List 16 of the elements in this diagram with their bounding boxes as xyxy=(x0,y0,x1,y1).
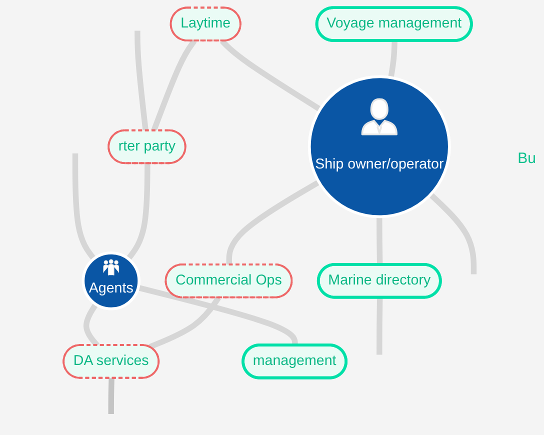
connector xyxy=(108,378,114,414)
connector xyxy=(148,296,221,350)
node-circle: Ship owner/operator xyxy=(308,75,451,218)
connector xyxy=(72,153,96,261)
connector xyxy=(376,298,383,355)
connector xyxy=(388,40,398,78)
connector xyxy=(428,192,477,274)
node-circle: Agents xyxy=(82,252,140,310)
connector xyxy=(220,38,322,112)
connector xyxy=(138,284,298,346)
connector xyxy=(151,39,197,132)
connector xyxy=(376,216,383,265)
label-text: Bu xyxy=(518,150,536,167)
connector xyxy=(134,30,149,132)
connector xyxy=(126,164,150,261)
connector xyxy=(226,180,320,265)
